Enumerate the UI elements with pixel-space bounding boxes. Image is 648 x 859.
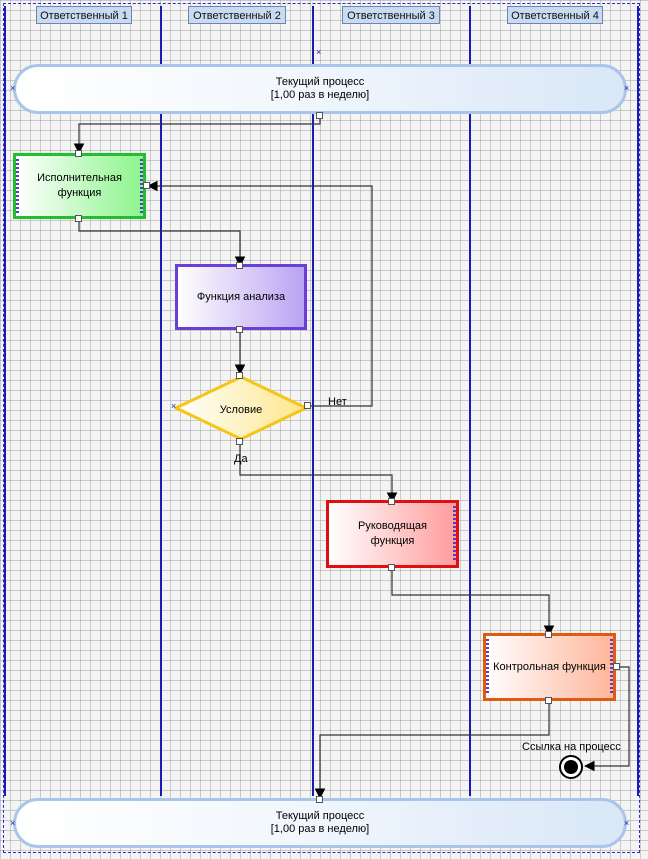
connection-port[interactable] xyxy=(388,564,395,571)
connection-port[interactable] xyxy=(613,663,620,670)
connection-port[interactable] xyxy=(316,112,323,119)
connector-process-to-executive xyxy=(73,116,321,155)
executive-function-label: Исполнительная функция xyxy=(37,172,122,199)
process-link-icon[interactable] xyxy=(558,754,584,780)
connection-port[interactable] xyxy=(236,372,243,379)
connection-port[interactable] xyxy=(304,402,311,409)
connection-port[interactable] xyxy=(545,697,552,704)
lane-border-right xyxy=(637,6,639,796)
process-top[interactable]: Текущий процесс [1,00 раз в неделю] xyxy=(13,64,627,114)
connection-port[interactable] xyxy=(236,438,243,445)
page-boundary xyxy=(3,3,640,853)
process-bottom-frequency: [1,00 раз в неделю] xyxy=(270,823,370,835)
connector-control-to-link xyxy=(583,666,630,772)
process-bottom-name: Текущий процесс xyxy=(275,810,365,822)
lane-border-1-2 xyxy=(160,6,162,796)
lane-border-3-4 xyxy=(469,6,471,796)
lane-header-2[interactable]: Ответственный 2 xyxy=(188,6,286,24)
cross-marker: × xyxy=(316,47,322,57)
process-top-frequency: [1,00 раз в неделю] xyxy=(270,89,370,101)
connection-port[interactable] xyxy=(75,215,82,222)
lane-header-1[interactable]: Ответственный 1 xyxy=(36,6,132,24)
process-bottom[interactable]: Текущий процесс [1,00 раз в неделю] xyxy=(13,798,627,848)
connection-port[interactable] xyxy=(316,796,323,803)
branch-yes-label: Да xyxy=(234,453,248,465)
managing-function[interactable]: Руководящая функция xyxy=(326,500,459,568)
connection-port[interactable] xyxy=(388,498,395,505)
connector-condition-no-loop xyxy=(146,180,373,407)
lane-header-3[interactable]: Ответственный 3 xyxy=(342,6,440,24)
managing-function-label: Руководящая функция xyxy=(358,520,427,547)
lane-border-left xyxy=(4,6,6,796)
process-top-name: Текущий процесс xyxy=(275,76,365,88)
cross-marker: × xyxy=(624,818,630,828)
cross-marker: × xyxy=(624,83,630,93)
connection-port[interactable] xyxy=(545,631,552,638)
connector-managing-to-control xyxy=(391,568,555,637)
lane-border-2-3 xyxy=(312,6,314,796)
connection-port[interactable] xyxy=(75,150,82,157)
condition-label: Условие xyxy=(219,404,263,416)
process-link-label: Ссылка на процесс xyxy=(522,741,621,753)
control-function[interactable]: Контрольная функция xyxy=(483,633,616,701)
executive-function[interactable]: Исполнительная функция xyxy=(13,153,146,219)
connector-condition-yes xyxy=(239,443,398,504)
control-function-label: Контрольная функция xyxy=(493,660,606,673)
connection-port[interactable] xyxy=(236,326,243,333)
connection-port[interactable] xyxy=(236,262,243,269)
cross-marker: × xyxy=(171,401,177,411)
connector-executive-to-analysis xyxy=(78,219,246,268)
lane-header-4[interactable]: Ответственный 4 xyxy=(507,6,603,24)
connector-control-to-process xyxy=(314,701,550,800)
cross-marker: × xyxy=(10,83,16,93)
analysis-function-label: Функция анализа xyxy=(196,290,286,303)
analysis-function[interactable]: Функция анализа xyxy=(175,264,307,330)
branch-no-label: Нет xyxy=(328,396,347,408)
cross-marker: × xyxy=(10,818,16,828)
connection-port[interactable] xyxy=(143,182,150,189)
